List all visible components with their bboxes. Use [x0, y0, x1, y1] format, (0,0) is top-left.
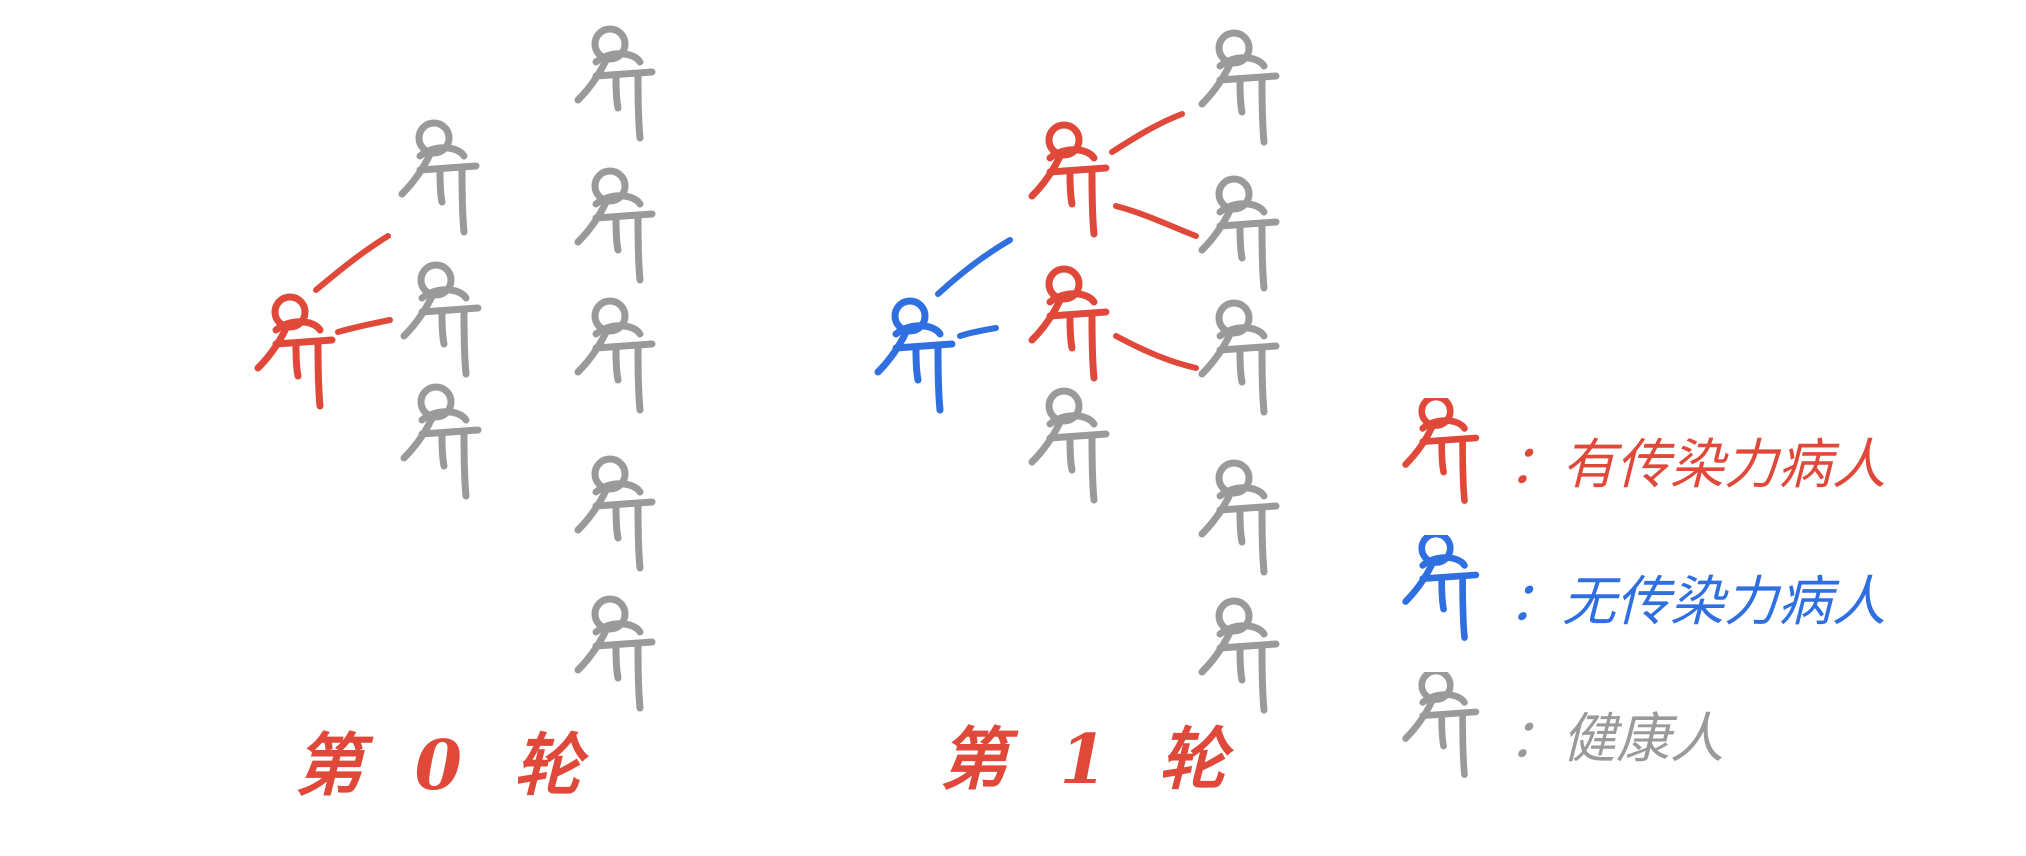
healthy-person-icon	[400, 383, 482, 500]
infectious-person-icon	[1028, 265, 1110, 382]
healthy-person-icon	[574, 25, 656, 142]
infection-link	[313, 233, 391, 293]
infection-link	[335, 317, 393, 335]
noninfectious-person-icon	[874, 297, 956, 414]
healthy-person-icon	[574, 167, 656, 284]
legend-label-infectious: ：有传染力病人	[1508, 433, 1886, 496]
infection-link	[1109, 111, 1185, 155]
round-0-diagram	[254, 25, 656, 712]
healthy-person-icon	[400, 261, 482, 378]
legend-label-healthy: ：健康人	[1508, 707, 1724, 770]
healthy-person-icon	[1198, 175, 1280, 292]
round-0-label: 第 0 轮	[295, 726, 596, 806]
healthy-person-icon	[1198, 597, 1280, 714]
legend-label-noninfectious: ：无传染力病人	[1508, 570, 1886, 633]
healthy-person-icon	[1402, 672, 1480, 778]
infection-link	[957, 325, 999, 339]
noninfectious-person-icon	[1402, 535, 1480, 641]
infection-link	[1113, 203, 1199, 239]
infectious-person-icon	[1028, 121, 1110, 238]
healthy-person-icon	[1198, 459, 1280, 576]
healthy-person-figure	[1402, 672, 1480, 778]
healthy-person-icon	[1198, 29, 1280, 146]
infectious-person-icon	[1402, 398, 1480, 504]
healthy-person-icon	[1198, 299, 1280, 416]
healthy-person-icon	[398, 119, 480, 236]
round-1-label: 第 1 轮	[940, 720, 1241, 800]
infectious-person-figure	[1402, 398, 1480, 504]
healthy-person-icon	[1028, 387, 1110, 504]
healthy-person-icon	[574, 455, 656, 572]
infectious-person-icon	[254, 293, 336, 410]
infection-link	[1113, 333, 1199, 371]
healthy-person-icon	[574, 297, 656, 414]
infection-link	[935, 237, 1013, 297]
round-1-diagram	[874, 29, 1280, 714]
healthy-person-icon	[574, 595, 656, 712]
noninfectious-person-figure	[1402, 535, 1480, 641]
